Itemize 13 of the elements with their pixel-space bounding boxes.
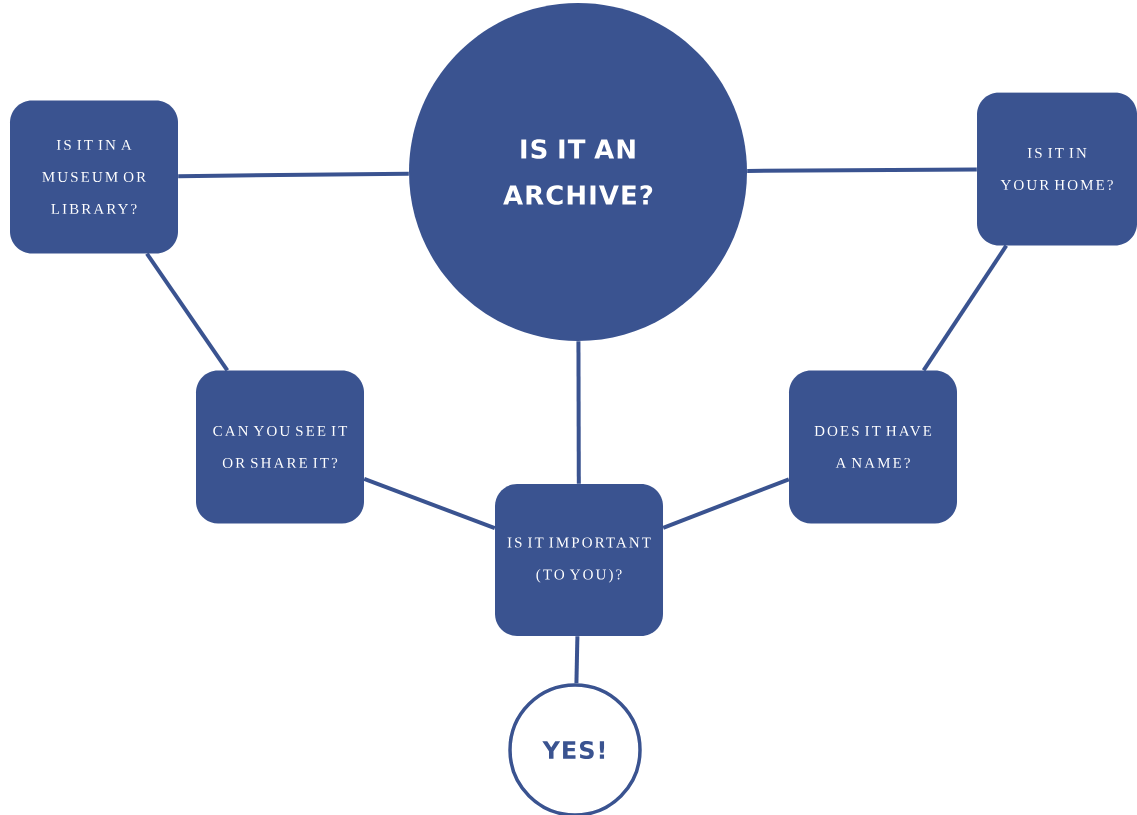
question-box: IS IT IN YOUR HOME? (977, 92, 1137, 246)
connector-line (178, 171, 409, 179)
question-box: DOES IT HAVE A NAME? (789, 370, 957, 524)
question-box: IS IT IN A MUSEUM OR LIBRARY? (10, 100, 178, 254)
connector-line (576, 341, 581, 484)
connector-line (145, 252, 229, 372)
connector-line (921, 244, 1008, 372)
connector-line (662, 477, 790, 530)
question-box: IS IT IMPORTANT (TO YOU)? (495, 484, 663, 636)
question-box: CAN YOU SEE IT OR SHARE IT? (196, 370, 364, 524)
connector-line (747, 167, 977, 173)
connector-line (574, 636, 580, 684)
connector-line (363, 476, 496, 531)
